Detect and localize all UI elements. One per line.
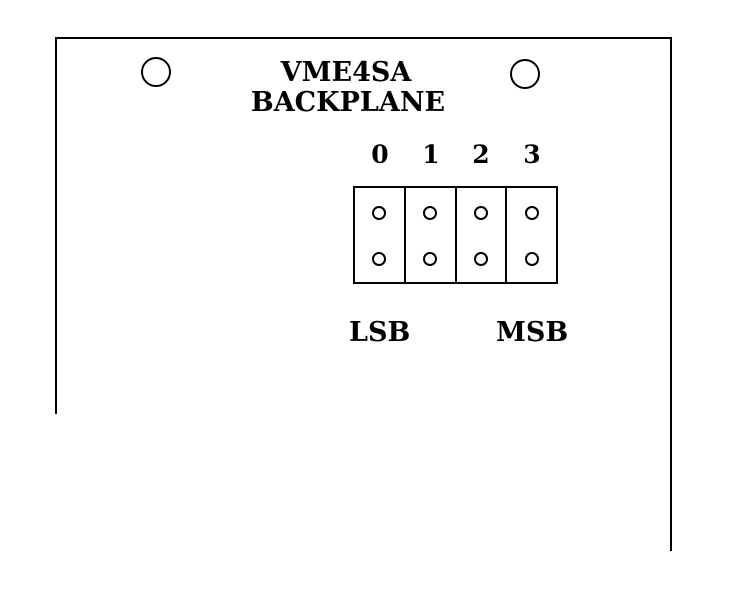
board-top-edge xyxy=(56,37,672,39)
jumper-position-0[interactable] xyxy=(355,188,406,282)
address-jumper-block xyxy=(353,186,558,284)
jumper-position-3[interactable] xyxy=(507,188,556,282)
mounting-hole-right xyxy=(510,59,540,89)
jumper-pin-1-bottom xyxy=(423,252,438,266)
board-left-edge xyxy=(55,37,57,414)
msb-label: MSB xyxy=(496,317,569,348)
board-title-line2: BACKPLANE xyxy=(250,87,446,118)
jumper-pin-2-bottom xyxy=(473,252,488,266)
jumper-position-2[interactable] xyxy=(457,188,508,282)
jumper-pin-2-top xyxy=(473,206,488,220)
jumper-pin-3-top xyxy=(524,206,539,220)
mounting-hole-left xyxy=(141,57,171,87)
jumper-pin-0-bottom xyxy=(372,252,387,266)
bit-label-3: 3 xyxy=(523,140,541,169)
jumper-position-1[interactable] xyxy=(406,188,457,282)
bit-label-1: 1 xyxy=(422,140,440,169)
jumper-pin-0-top xyxy=(372,206,387,220)
jumper-pin-1-top xyxy=(423,206,438,220)
board-right-edge xyxy=(670,37,672,551)
bit-label-0: 0 xyxy=(371,140,389,169)
board-title-line1: VME4SA xyxy=(280,57,412,88)
bit-label-2: 2 xyxy=(472,140,490,169)
lsb-label: LSB xyxy=(349,317,411,348)
jumper-pin-3-bottom xyxy=(524,252,539,266)
